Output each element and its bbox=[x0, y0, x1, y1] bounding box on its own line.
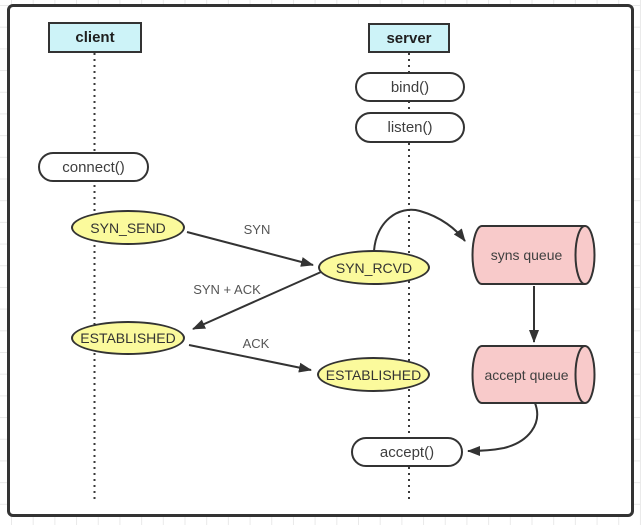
bind-label: bind() bbox=[390, 78, 430, 96]
syn-arrow bbox=[186, 231, 314, 267]
syn-ack-edge-label: SYN + ACK bbox=[193, 282, 261, 297]
syn-edge-label: SYN bbox=[243, 222, 271, 237]
accept-queue-to-accept-arrow bbox=[467, 402, 539, 456]
connect-label: connect() bbox=[62, 158, 125, 176]
client-established-state: ESTABLISHED bbox=[71, 321, 185, 355]
accept-node: accept() bbox=[351, 437, 463, 467]
accept-label: accept() bbox=[379, 443, 435, 461]
accept-queue-cylinder bbox=[471, 345, 596, 404]
connect-node: connect() bbox=[38, 152, 149, 182]
client-established-label: ESTABLISHED bbox=[80, 330, 176, 346]
listen-label: listen() bbox=[387, 119, 433, 136]
accept-queue-label: accept queue bbox=[484, 366, 569, 383]
bind-node: bind() bbox=[355, 72, 465, 102]
ack-edge-label: ACK bbox=[242, 336, 270, 351]
ack-arrow bbox=[188, 344, 312, 373]
syn-send-state: SYN_SEND bbox=[71, 210, 185, 245]
syns-queue-cap bbox=[574, 225, 586, 285]
server-established-label: ESTABLISHED bbox=[325, 366, 422, 383]
syns-queue-cylinder bbox=[471, 225, 596, 285]
server-established-state: ESTABLISHED bbox=[317, 357, 430, 392]
server-header: server bbox=[368, 23, 450, 53]
syn-send-label: SYN_SEND bbox=[90, 219, 166, 236]
syn-ack-arrow bbox=[192, 271, 322, 330]
server-header-label: server bbox=[386, 29, 432, 47]
client-header: client bbox=[48, 22, 142, 53]
accept-queue-cap bbox=[574, 345, 586, 404]
client-header-label: client bbox=[75, 29, 115, 46]
syn-rcvd-label: SYN_RCVD bbox=[335, 259, 413, 276]
syn-rcvd-state: SYN_RCVD bbox=[318, 250, 430, 285]
listen-node: listen() bbox=[355, 112, 465, 143]
listen-to-syns-queue-arrow bbox=[373, 208, 466, 252]
syns-queue-label: syns queue bbox=[490, 247, 563, 263]
